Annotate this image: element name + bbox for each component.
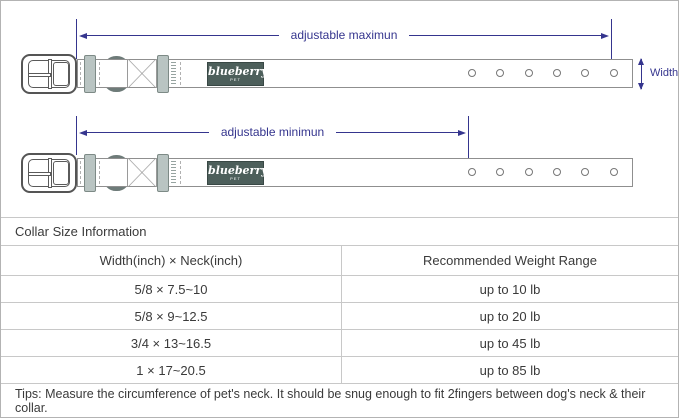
stitch-line (180, 62, 181, 85)
dimension-extension-line (76, 19, 77, 59)
table-row: 5/8 × 7.5~10 up to 10 lb (1, 276, 678, 303)
dimension-label: adjustable maximun (290, 27, 398, 42)
buckle-icon (21, 54, 77, 94)
hole-icon (525, 168, 533, 176)
keeper-band (84, 154, 96, 192)
collar-bottom-illustration: blueberry PET (19, 152, 635, 194)
stitch-line (80, 161, 81, 184)
weight-cell: up to 10 lb (479, 281, 541, 297)
brand-label: blueberry PET (207, 161, 268, 185)
adjustable-maximum-dimension: adjustable maximun (79, 27, 610, 42)
stitch-line (80, 62, 81, 85)
hole-icon (496, 168, 504, 176)
dimension-label: adjustable minimun (220, 124, 325, 139)
hole-icon (610, 69, 618, 77)
hole-icon (553, 69, 561, 77)
arrowhead-right-icon (458, 129, 467, 136)
size-cell: 5/8 × 9~12.5 (1, 303, 342, 329)
woven-tag-edge (171, 161, 176, 184)
table-title: Collar Size Information (1, 218, 678, 246)
column-header-weight: Recommended Weight Range (423, 253, 597, 268)
size-cell: 1 × 17~20.5 (1, 357, 342, 383)
buckle-roller (53, 62, 69, 86)
hole-icon (496, 69, 504, 77)
keeper-band (84, 55, 96, 93)
weight-cell: up to 45 lb (479, 335, 541, 351)
size-table: Collar Size Information Width(inch) × Ne… (1, 217, 678, 417)
dimension-extension-line (76, 116, 77, 155)
buckle-prong (28, 172, 51, 176)
keeper-band (157, 154, 169, 192)
buckle-prong (28, 73, 51, 77)
buckle-icon (21, 153, 77, 193)
weight-cell: up to 85 lb (479, 362, 541, 378)
weight-cell: up to 20 lb (479, 308, 541, 324)
hole-icon (468, 168, 476, 176)
dimension-line (87, 35, 279, 36)
keeper-band (157, 55, 169, 93)
collar-top-illustration: blueberry PET (19, 53, 635, 95)
brand-label: blueberry PET (207, 62, 268, 86)
stitch-line (99, 62, 100, 85)
arrowhead-right-icon (601, 32, 610, 39)
collar-diagram: adjustable maximun blueberry PET (1, 1, 678, 217)
dimension-line (87, 132, 209, 133)
hole-icon (525, 69, 533, 77)
brand-subname: PET (230, 176, 241, 181)
buckle-roller (53, 161, 69, 185)
width-arrow-icon (638, 58, 644, 90)
table-row: 3/4 × 13~16.5 up to 45 lb (1, 330, 678, 357)
dimension-line (409, 35, 602, 36)
arrowhead-left-icon (79, 129, 87, 136)
hole-icon (553, 168, 561, 176)
stitch-line (180, 161, 181, 184)
hole-icon (581, 168, 589, 176)
size-cell: 5/8 × 7.5~10 (1, 276, 342, 302)
tips-text: Tips: Measure the circumference of pet's… (15, 387, 646, 415)
cross-stitch-icon (127, 158, 157, 187)
cross-stitch-icon (127, 59, 157, 88)
dimension-extension-line (611, 19, 612, 83)
adjustable-minimum-dimension: adjustable minimun (79, 124, 467, 139)
hole-icon (581, 69, 589, 77)
brand-name: blueberry (208, 164, 268, 177)
collar-strap (77, 59, 633, 88)
width-label: Width (650, 67, 679, 79)
size-cell: 3/4 × 13~16.5 (1, 330, 342, 356)
collar-strap (77, 158, 633, 187)
hole-icon (468, 69, 476, 77)
table-header-row: Width(inch) × Neck(inch) Recommended Wei… (1, 246, 678, 276)
dimension-line (336, 132, 459, 133)
arrowhead-left-icon (79, 32, 87, 39)
table-row: 1 × 17~20.5 up to 85 lb (1, 357, 678, 384)
brand-name: blueberry (208, 65, 268, 78)
stitch-line (99, 161, 100, 184)
woven-tag-edge (171, 62, 176, 85)
hole-icon (610, 168, 618, 176)
table-row: 5/8 × 9~12.5 up to 20 lb (1, 303, 678, 330)
dimension-extension-line (468, 116, 469, 181)
brand-subname: PET (230, 77, 241, 82)
column-header-size: Width(inch) × Neck(inch) (1, 246, 342, 275)
